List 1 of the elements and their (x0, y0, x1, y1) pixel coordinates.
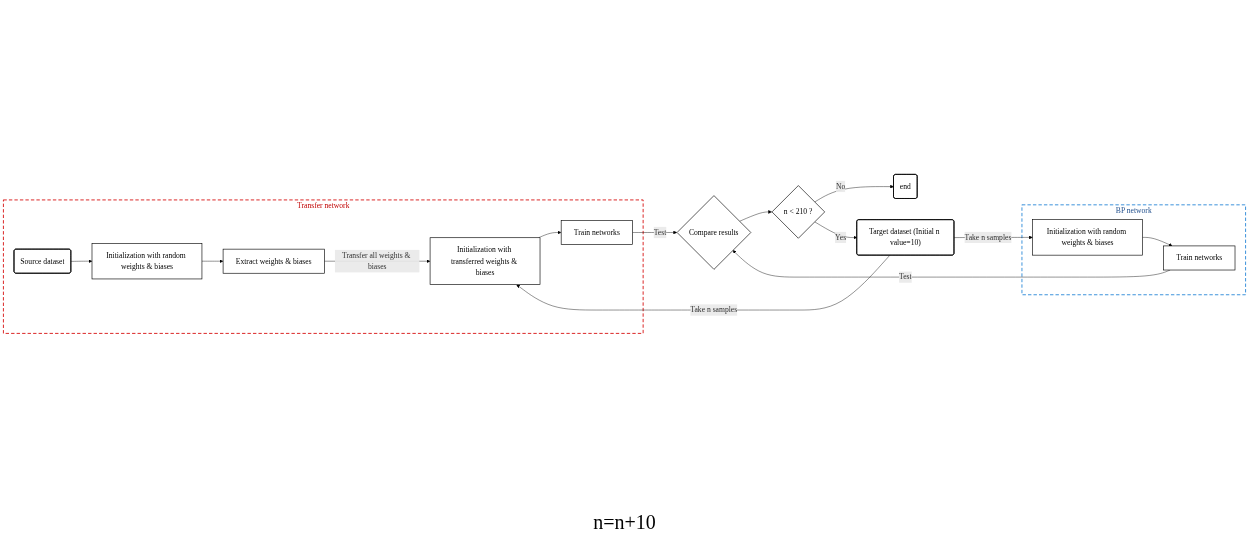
note-text: n=n+10 (593, 511, 656, 533)
